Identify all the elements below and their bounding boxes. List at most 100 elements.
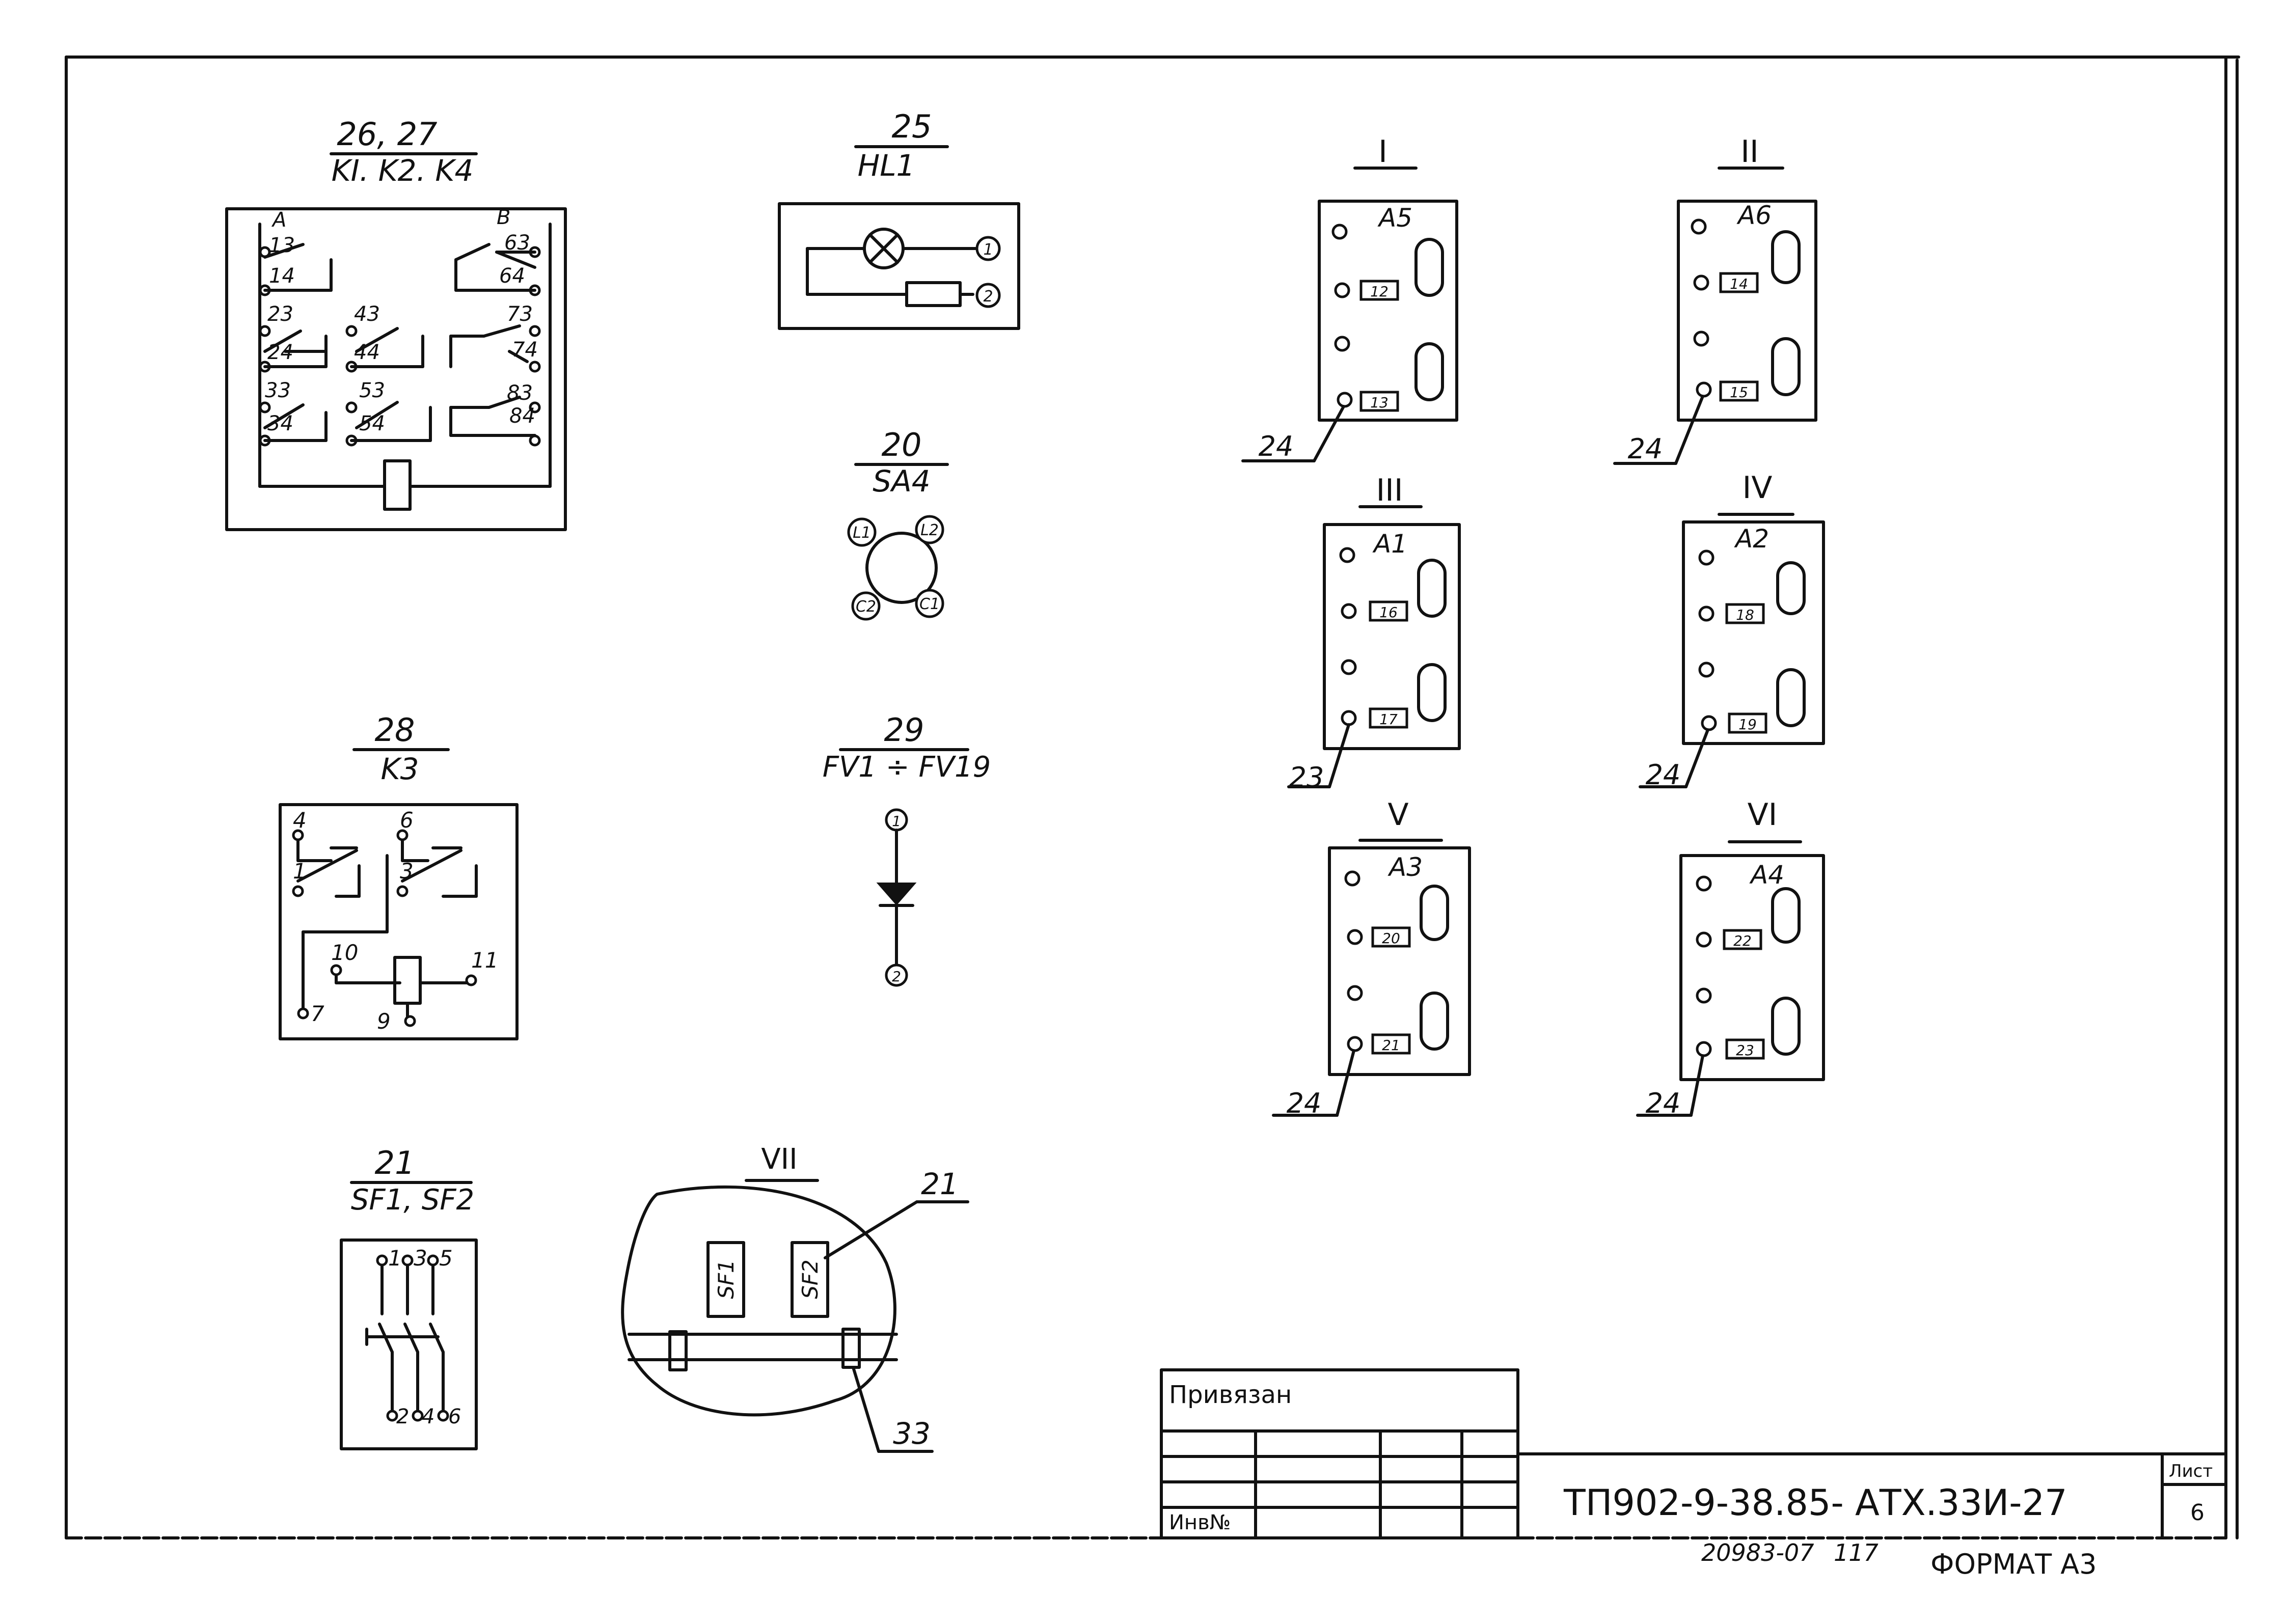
panel-view-i: I A5 12 13 24 (1241, 134, 1458, 462)
switch-terminal-label: L1 (853, 524, 871, 542)
panel-terminal-label: 14 (1730, 276, 1748, 292)
panel-terminal-label: 12 (1370, 283, 1389, 300)
relay-k1-pos-label: 26, 27 (337, 116, 437, 153)
title-block: Привязан Инв№ ТП902-9-38.85- АТХ.33И-27 … (1160, 1368, 2227, 1580)
relay-k1-terminal-label: 23 (267, 302, 293, 326)
lamp-designation-label: HL1 (858, 148, 915, 183)
lamp-pos-label: 25 (892, 108, 932, 145)
relay-k1-terminal-label: 44 (354, 341, 380, 364)
panel-roman-label: V (1387, 797, 1408, 833)
switch-designation-label: SA4 (873, 464, 930, 499)
relay-k1-terminal-label: A (271, 208, 286, 232)
panel-callout-label: 24 (1259, 430, 1294, 462)
panel-callout-label: 23 (1289, 761, 1324, 793)
panel-callout-label: 24 (1646, 1087, 1681, 1119)
relay-k3-terminal-label: 3 (400, 859, 414, 884)
panel-terminal-label: 18 (1736, 607, 1754, 623)
panel-terminal-label: 19 (1738, 716, 1757, 733)
sheet-frame (65, 56, 2240, 1539)
relay-k3-terminal-label: 7 (311, 1001, 324, 1026)
relay-k1-terminal-label: B (497, 206, 510, 229)
panel-view-v: V A3 20 21 24 (1272, 797, 1471, 1119)
view-vii-detail: VII SF1 SF2 21 33 (621, 1143, 969, 1453)
arrester-fv-symbol: 29 FV1 ÷ FV19 1 2 (823, 711, 991, 987)
relay-k1-k2-k4-symbol: 26, 27 KI. K2. K4 (225, 116, 567, 531)
tied-label: Привязан (1169, 1381, 1292, 1409)
breakers-pos-label: 21 (375, 1144, 415, 1181)
relay-k1-terminal-label: 24 (267, 341, 293, 364)
relay-contact-73-74 (449, 324, 541, 373)
relay-k1-terminal-label: 63 (504, 231, 530, 255)
breakers-terminal-label: 6 (448, 1405, 461, 1428)
relay-contact-13-14 (259, 243, 333, 296)
relay-k1-terminal-label: 84 (509, 404, 535, 428)
relay-k1-terminal-label: 34 (267, 412, 293, 435)
relay-k3-pos-label: 28 (375, 711, 415, 749)
relay-k1-terminal-label: 13 (269, 234, 295, 257)
panel-name-label: A6 (1736, 201, 1772, 230)
breakers-terminal-label: 3 (414, 1246, 427, 1271)
lamp-terminal-label: 1 (983, 241, 993, 259)
relay-k3-symbol: 28 K3 4 1 6 3 10 11 (279, 711, 519, 1040)
switch-terminal-label: C1 (919, 595, 940, 613)
relay-k3-terminal-label: 11 (471, 948, 498, 973)
panel-terminal-label: 17 (1379, 711, 1398, 728)
breakers-terminal-label: 4 (422, 1405, 434, 1428)
page-code: 117 (1834, 1539, 1879, 1566)
panel-roman-label: III (1376, 473, 1403, 508)
panel-roman-label: I (1378, 134, 1387, 170)
panel-name-label: A3 (1387, 852, 1423, 882)
breakers-sf-symbol: 21 SF1, SF2 1 3 5 2 4 6 (340, 1144, 478, 1450)
switch-terminal-label: C2 (856, 598, 876, 616)
panel-roman-label: VI (1748, 797, 1778, 833)
relay-k3-designation-label: K3 (381, 752, 419, 786)
relay-k3-terminal-label: 1 (293, 859, 307, 884)
document-code: ТП902-9-38.85- АТХ.33И-27 (1563, 1482, 2067, 1524)
switch-sa4-symbol: 20 SA4 L1 L2 C2 C1 (847, 426, 949, 621)
switch-terminal-label: L2 (920, 521, 939, 539)
view-vii-callout-21: 21 (921, 1167, 959, 1201)
view-vii-callout-33: 33 (893, 1416, 931, 1451)
relay-contact-53-54 (345, 401, 432, 447)
panel-callout-label: 24 (1287, 1087, 1322, 1119)
panel-callout-label: 24 (1646, 759, 1681, 791)
breakers-designation-label: SF1, SF2 (351, 1183, 474, 1217)
panel-terminal-label: 20 (1382, 930, 1400, 947)
relay-contact-33-34 (259, 401, 328, 447)
panel-name-label: A4 (1749, 860, 1784, 890)
inv-no-label: Инв№ (1169, 1511, 1231, 1534)
relay-k3-terminal-label: 9 (377, 1009, 391, 1034)
breakers-terminal-label: 1 (388, 1246, 402, 1271)
panel-name-label: A5 (1377, 203, 1412, 233)
panel-terminal-label: 23 (1736, 1042, 1754, 1059)
relay-contact-23-24 (259, 325, 328, 373)
relay-k1-terminal-label: 43 (354, 302, 380, 326)
lamp-terminal-label: 2 (983, 288, 993, 306)
panel-terminal-label: 13 (1370, 394, 1389, 411)
view-vii-sf2-label: SF2 (798, 1259, 823, 1299)
relay-k1-terminal-label: 74 (512, 338, 538, 362)
panel-terminal-label: 21 (1382, 1037, 1400, 1054)
panel-view-iii: III A1 16 17 23 (1287, 473, 1461, 793)
relay-k1-terminal-label: 53 (359, 379, 385, 402)
arrester-terminal-label: 2 (892, 968, 901, 985)
panel-name-label: A2 (1734, 524, 1769, 554)
arrester-designation-label: FV1 ÷ FV19 (823, 751, 991, 784)
relay-k1-terminal-label: 83 (507, 381, 533, 405)
relay-contact-83-84 (449, 396, 541, 447)
view-vii-sf1-label: SF1 (714, 1259, 739, 1299)
relay-contact-63-64 (454, 243, 541, 296)
lamp-hl1-symbol: 25 HL1 1 2 (778, 108, 1020, 330)
sheet-number: 6 (2190, 1500, 2205, 1526)
panel-terminal-label: 16 (1379, 604, 1398, 621)
relay-contact-43-44 (345, 325, 424, 373)
arrester-terminal-label: 1 (892, 813, 901, 830)
panel-view-iv: IV A2 18 19 24 (1639, 470, 1825, 791)
relay-k1-terminal-label: 14 (269, 264, 295, 288)
relay-k1-terminal-label: 73 (507, 302, 533, 326)
view-vii-title: VII (761, 1143, 797, 1176)
arrester-pos-label: 29 (884, 711, 924, 749)
panel-roman-label: II (1740, 134, 1758, 170)
relay-k3-terminal-label: 6 (400, 808, 414, 833)
